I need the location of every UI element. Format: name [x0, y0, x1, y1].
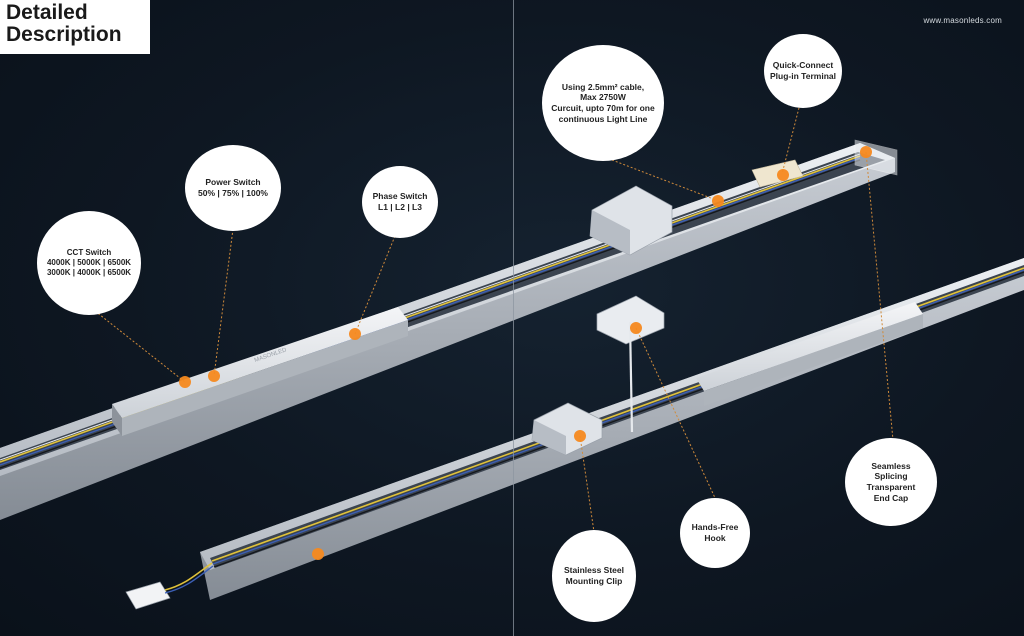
callout-cable-spec: Using 2.5mm² cable, Max 2750W Curcuit, u…	[542, 45, 664, 161]
callout-seamless-endcap: Seamless Splicing Transparent End Cap	[845, 438, 937, 526]
callout-hands-free-hook-text: Hands-Free Hook	[691, 522, 739, 543]
dot-endcap	[860, 146, 872, 158]
callout-phase-switch: Phase Switch L1 | L2 | L3	[362, 166, 438, 238]
leader-clip	[579, 435, 595, 533]
callout-seamless-endcap-text: Seamless Splicing Transparent End Cap	[866, 460, 916, 503]
leader-endcap	[865, 151, 894, 441]
lower-track-rail	[125, 258, 1024, 610]
dot-phase	[349, 328, 361, 340]
driver-box-end	[112, 404, 122, 436]
callout-cct-switch: CCT Switch 4000K | 5000K | 6500K 3000K |…	[37, 211, 141, 315]
plug-wires-blue	[164, 565, 214, 594]
driver-box-top	[112, 307, 408, 418]
title-line-1: Detailed	[6, 1, 88, 24]
callout-cct-switch-text: CCT Switch 4000K | 5000K | 6500K 3000K |…	[46, 248, 132, 277]
dot-rail	[312, 548, 324, 560]
callout-quick-connect-text: Quick-Connect Plug-in Terminal	[770, 60, 836, 81]
hook-wire	[628, 321, 634, 433]
callout-mounting-clip-text: Stainless Steel Mounting Clip	[563, 565, 624, 586]
lower-driver-side	[704, 314, 923, 406]
leader-lines	[94, 103, 894, 533]
dot-clip	[574, 430, 586, 442]
upper-clip-face	[590, 210, 630, 255]
driver-box-side	[122, 320, 408, 436]
plug-connector	[125, 581, 171, 610]
center-divider	[513, 0, 514, 636]
leader-quick	[781, 103, 801, 175]
title-box: Detailed Description	[0, 0, 150, 54]
upper-track-rail: MASONLED	[0, 139, 898, 520]
leader-cable	[611, 159, 717, 201]
dot-hook	[630, 322, 642, 334]
lower-clip-face	[532, 420, 566, 455]
plug-wires	[164, 562, 213, 591]
leader-phase	[354, 235, 396, 335]
callout-cable-spec-text: Using 2.5mm² cable, Max 2750W Curcuit, u…	[551, 81, 655, 124]
dot-power	[208, 370, 220, 382]
callout-quick-connect: Quick-Connect Plug-in Terminal	[764, 34, 842, 108]
callout-mounting-clip: Stainless Steel Mounting Clip	[552, 530, 636, 622]
highlight-dots	[179, 146, 872, 560]
leader-cct	[94, 310, 186, 383]
dot-cct	[179, 376, 191, 388]
dot-cable	[712, 195, 724, 207]
leader-power	[213, 228, 234, 377]
title-line-2: Description	[6, 23, 122, 46]
callout-power-switch: Power Switch 50% | 75% | 100%	[185, 145, 281, 231]
website-url: www.masonleds.com	[923, 16, 1002, 25]
callout-phase-switch-text: Phase Switch L1 | L2 | L3	[372, 191, 428, 212]
hook-plate	[596, 295, 665, 345]
callout-power-switch-text: Power Switch 50% | 75% | 100%	[198, 177, 268, 198]
lower-driver-top	[696, 302, 923, 391]
callout-hands-free-hook: Hands-Free Hook	[680, 498, 750, 568]
dot-terminal	[777, 169, 789, 181]
